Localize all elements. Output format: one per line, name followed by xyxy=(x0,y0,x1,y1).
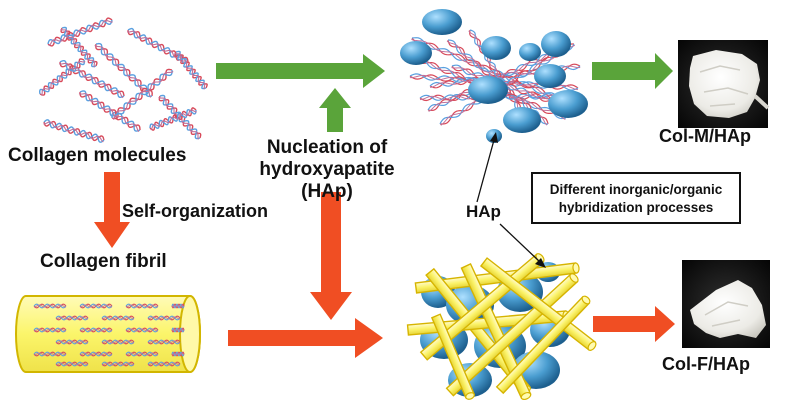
collagen-molecules-label: Collagen molecules xyxy=(8,145,187,166)
green-arrow-up-nucleation xyxy=(319,88,351,132)
fibril-helix-pattern xyxy=(33,303,185,367)
hybridization-process-box: Different inorganic/organic hybridizatio… xyxy=(531,172,741,224)
hybridization-line-2: hybridization processes xyxy=(558,200,714,216)
hybridization-line-1: Different inorganic/organic xyxy=(549,182,723,197)
self-organization-label: Self-organization xyxy=(122,201,269,221)
col-f-hap-label: Col-F/HAp xyxy=(662,354,750,374)
red-arrow-right-fibril xyxy=(228,318,383,358)
hap-label: HAp xyxy=(466,202,501,221)
collagen-fibril-cylinder xyxy=(15,295,201,373)
col-f-hap-photo xyxy=(682,260,770,348)
nucleation-line-1: Nucleation of xyxy=(266,137,388,158)
mineralized-collagen-molecules xyxy=(400,9,588,143)
nucleation-label: Nucleation of hydroxyapatite (HAp) xyxy=(232,137,422,203)
collagen-fibril-label: Collagen fibril xyxy=(40,251,167,272)
red-arrow-down-nucleation xyxy=(310,192,352,320)
red-arrow-down-self-organization xyxy=(94,172,130,248)
nucleation-line-2: hydroxyapatite (HAp) xyxy=(259,158,395,202)
red-arrow-right-col-f xyxy=(593,306,675,342)
col-m-hap-label: Col-M/HAp xyxy=(659,126,751,146)
hap-pointer-arrows xyxy=(476,132,546,268)
green-arrow-right-col-m xyxy=(592,53,673,89)
green-arrow-right-top xyxy=(216,54,385,88)
collagen-molecules-cluster xyxy=(38,17,208,143)
mineralized-collagen-fibrils xyxy=(406,253,597,401)
col-m-hap-photo xyxy=(678,40,770,128)
